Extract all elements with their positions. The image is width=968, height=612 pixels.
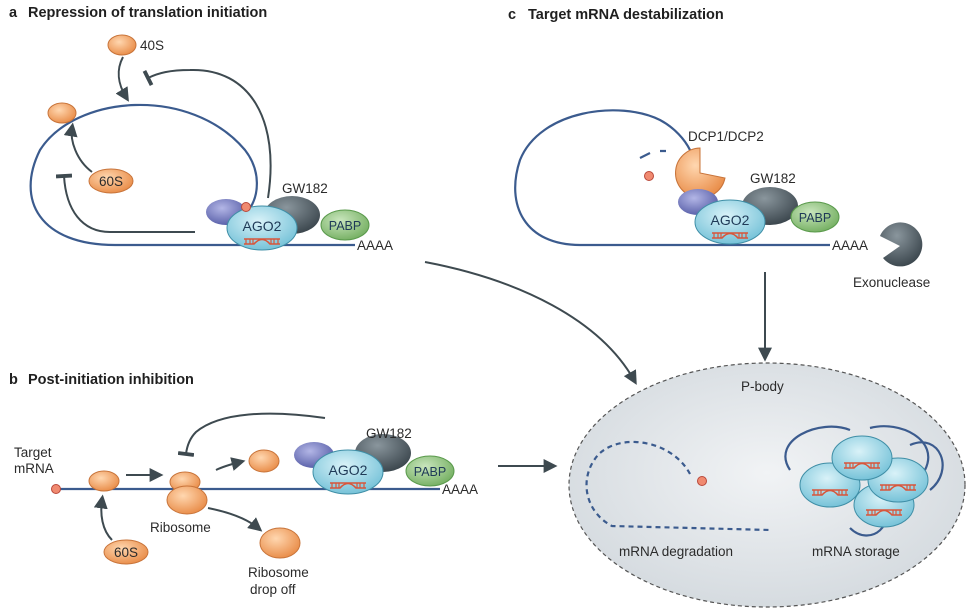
panel-c-title: Target mRNA destabilization: [528, 7, 724, 23]
inhibit-60s: [55, 173, 195, 233]
pabp-protein-a: [320, 209, 370, 241]
exonuclease-enzyme: [880, 222, 923, 267]
cap-a: [241, 202, 251, 212]
panel-b-letter: b: [9, 372, 18, 388]
ribosome-moving-b: [248, 449, 280, 473]
p-body: P-body mRNA degradation mRNA storage: [568, 362, 966, 608]
label-gw182-b: GW182: [366, 426, 412, 441]
panel-c-letter: c: [508, 7, 516, 23]
released-cap: [644, 171, 654, 181]
ribosome-60s-b: [103, 539, 149, 565]
label-exonuclease: Exonuclease: [853, 275, 930, 290]
label-40s: 40S: [140, 38, 164, 53]
panel-b-title: Post-initiation inhibition: [28, 372, 194, 388]
label-ribosome: Ribosome: [150, 520, 211, 535]
label-target-line1: Target: [14, 445, 52, 460]
dcp1-dcp2-decapping-enzyme: [675, 147, 726, 199]
arrow-60s-b: [93, 494, 113, 541]
pabp-protein-c: [790, 201, 840, 233]
ribosome-60s-joined: [47, 102, 77, 124]
panel-a-title: Repression of translation initiation: [28, 5, 267, 21]
decapped-end: [639, 149, 666, 159]
panel-a-letter: a: [9, 5, 18, 21]
label-target-line2: mRNA: [14, 461, 54, 476]
label-storage: mRNA storage: [812, 544, 900, 559]
label-drop-line2: drop off: [250, 582, 296, 597]
inhibit-elongation-b: [177, 412, 326, 457]
stored-mrna-strand-2: [869, 425, 930, 471]
mrna-loop-a: [29, 103, 355, 247]
stored-mrnp-cluster: [784, 425, 944, 537]
ribosome-40s-b: [88, 470, 120, 492]
label-dcp: DCP1/DCP2: [688, 129, 764, 144]
arrow-drop-off: [207, 507, 263, 532]
mrna-loop-c: [514, 109, 830, 247]
arrow-60s-join: [63, 122, 93, 173]
label-polya-b: AAAA: [442, 482, 478, 497]
panel-b: b Post-initiation inhibition Target mRNA…: [9, 372, 478, 597]
label-ago2-c: AGO2: [711, 212, 750, 228]
label-60s-b: 60S: [114, 545, 138, 560]
ribosome-drop-off: [259, 527, 301, 559]
label-pabp-a: PABP: [329, 219, 361, 233]
stored-ago-4: [831, 435, 893, 481]
ribosome-40s: [107, 34, 137, 56]
arrow-elongate-b: [215, 457, 246, 471]
label-gw182-a: GW182: [282, 181, 328, 196]
label-pabp-b: PABP: [414, 465, 446, 479]
label-60s-a: 60S: [99, 174, 123, 189]
arrow-40s-recruit: [115, 56, 129, 102]
label-degradation: mRNA degradation: [619, 544, 733, 559]
label-polya-a: AAAA: [357, 238, 393, 253]
arrow-a-to-pbody: [424, 261, 637, 385]
cap-b: [51, 484, 61, 494]
pabp-protein-b: [405, 455, 455, 487]
p-body-compartment: [568, 362, 966, 608]
label-drop-line1: Ribosome: [248, 565, 309, 580]
inhibit-40s: [142, 68, 272, 199]
label-ago2-a: AGO2: [243, 218, 282, 234]
label-polya-c: AAAA: [832, 238, 868, 253]
label-pbody: P-body: [741, 379, 784, 394]
ribosome-b: [166, 485, 208, 515]
ribosome-60s: [88, 168, 134, 194]
panel-c: c Target mRNA destabilization DCP1/DCP2 …: [508, 7, 930, 290]
label-gw182-c: GW182: [750, 171, 796, 186]
label-ago2-b: AGO2: [329, 462, 368, 478]
label-pabp-c: PABP: [799, 211, 831, 225]
panel-a: a Repression of translation initiation 4…: [9, 5, 393, 253]
pbody-cap: [697, 476, 707, 486]
